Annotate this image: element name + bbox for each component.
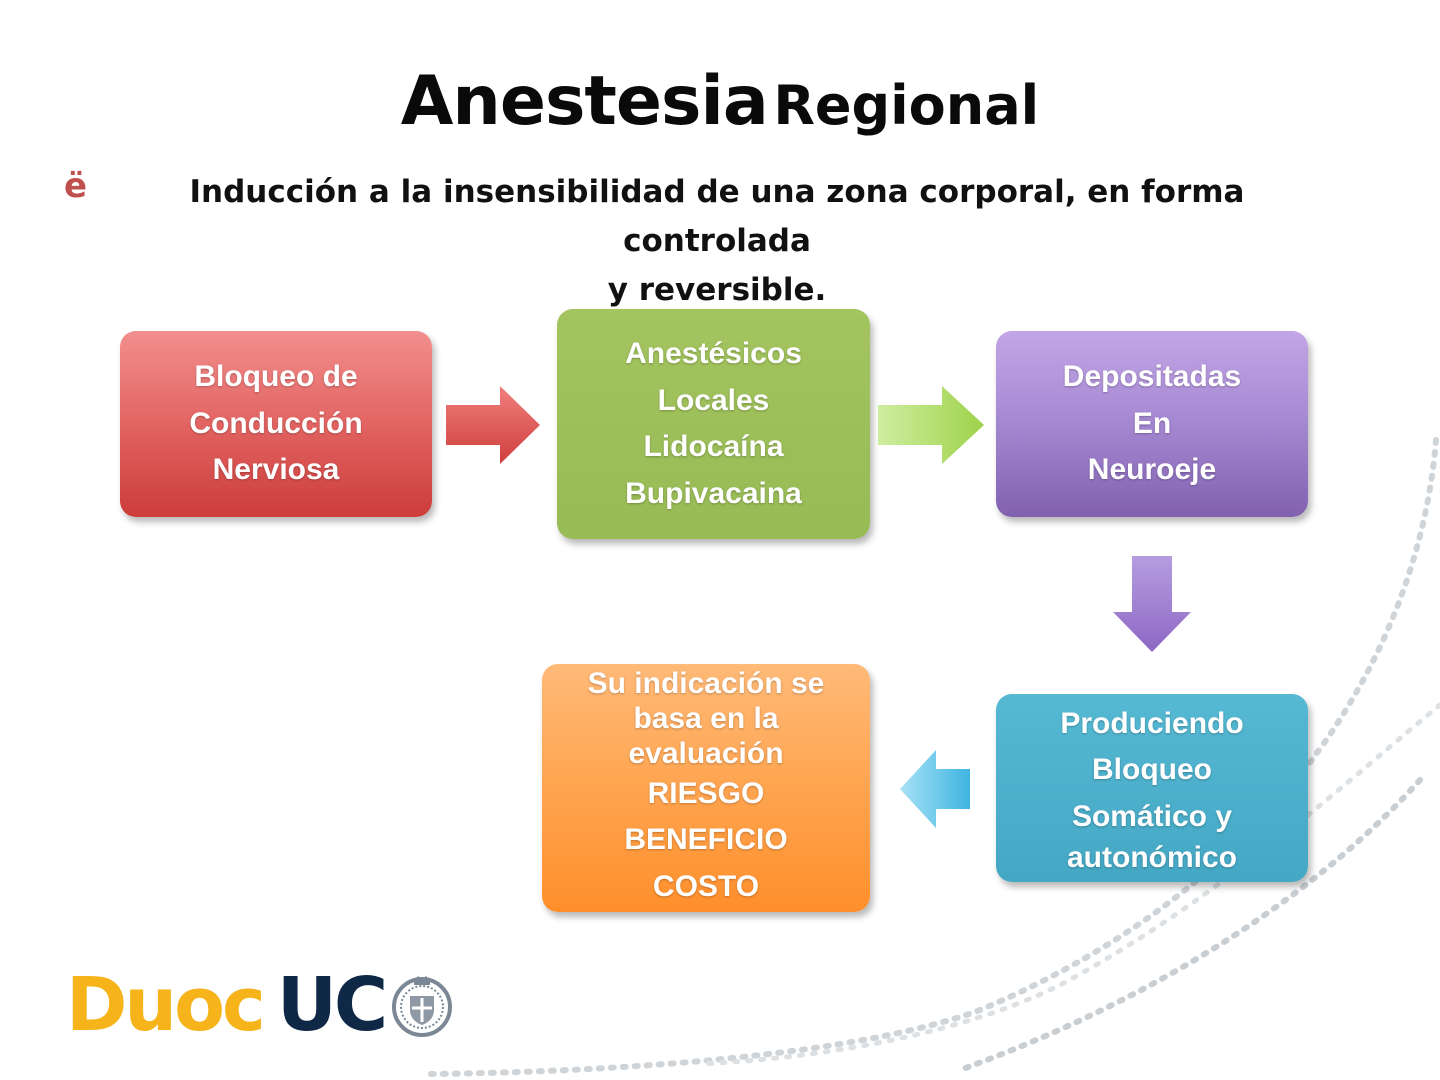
box-line: autonómico xyxy=(1067,841,1237,875)
box-line: COSTO xyxy=(652,869,760,903)
box-line: Anestésicos xyxy=(625,337,802,370)
logo-uc-text: UC xyxy=(276,962,388,1048)
box-line: Bupivacaina xyxy=(625,476,802,510)
arrow-right-icon xyxy=(446,386,540,464)
box-line: Depositadas xyxy=(1062,360,1242,394)
box-line: Somático y xyxy=(1071,799,1233,833)
box-line: Bloqueo xyxy=(1092,753,1212,787)
title-sub: Regional xyxy=(773,74,1040,137)
box-line: Locales xyxy=(657,383,770,417)
box-line: Bloqueo de xyxy=(194,360,358,394)
flow-box-neuraxis: Depositadas En Neuroeje xyxy=(996,331,1308,517)
box-line: Nerviosa xyxy=(212,453,340,487)
slide-title: Anestesia Regional xyxy=(0,62,1440,141)
box-line: En xyxy=(1132,406,1172,440)
box-line: evaluación xyxy=(628,736,784,770)
arrow-left-icon xyxy=(900,750,970,828)
box-line: Su indicación se xyxy=(587,666,825,700)
box-line: Lidocaína xyxy=(643,430,784,463)
duoc-uc-logo: Duoc UC xyxy=(66,960,455,1050)
title-main: Anestesia xyxy=(400,62,769,141)
box-line: Neuroeje xyxy=(1087,453,1217,487)
flow-box-conduction-block: Bloqueo de Conducción Nerviosa xyxy=(120,331,432,517)
box-line: Conducción xyxy=(189,406,363,440)
box-line: BENEFICIO xyxy=(624,823,788,857)
box-line: basa en la xyxy=(633,701,779,735)
flow-box-local-anesthetics: Anestésicos Locales Lidocaína Bupivacain… xyxy=(557,309,870,539)
bullet-icon: ë xyxy=(64,166,88,206)
arrow-down-icon xyxy=(1113,556,1191,652)
logo-duoc-text: Duoc xyxy=(66,962,266,1048)
definition-text: Inducción a la insensibilidad de una zon… xyxy=(112,168,1322,315)
box-line: RIESGO xyxy=(647,776,765,810)
definition-line-2: y reversible. xyxy=(607,272,827,308)
flow-box-blockade: Produciendo Bloqueo Somático y autonómic… xyxy=(996,694,1308,882)
university-seal-icon xyxy=(392,976,453,1037)
definition-line-1: Inducción a la insensibilidad de una zon… xyxy=(189,174,1245,259)
flow-box-indication: Su indicación se basa en la evaluación R… xyxy=(542,664,870,912)
arrow-right-icon xyxy=(878,386,984,464)
box-line: Produciendo xyxy=(1060,706,1244,740)
